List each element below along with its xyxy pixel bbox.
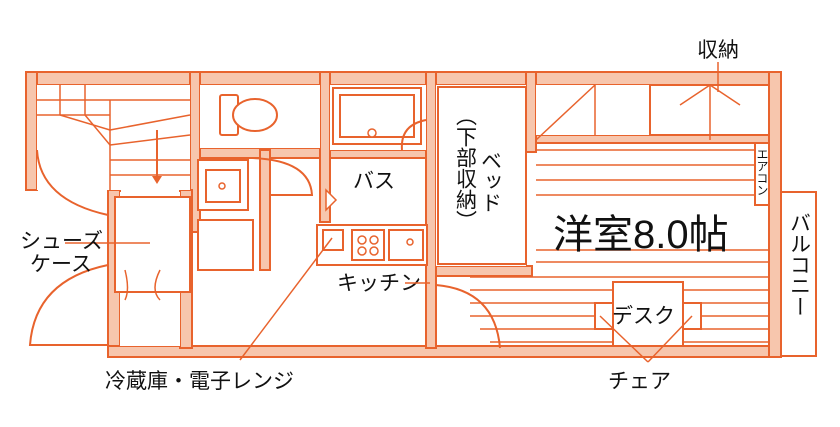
kitchen-label: キッチン (337, 272, 421, 295)
shoe-case-label-1: シューズ (20, 230, 103, 253)
washbasin-drain (218, 182, 226, 190)
bath-door-swing (400, 119, 427, 151)
bath-vent (325, 188, 338, 212)
shoe-case-label-2: ケース (30, 253, 92, 276)
bed-note-label: （下部収納） (454, 105, 478, 231)
bath-label: バス (353, 170, 395, 193)
shoe-case-doors (124, 269, 161, 301)
fridge-range-label: 冷蔵庫・電子レンジ (105, 370, 294, 393)
bathtub (332, 87, 422, 145)
stair-arrow-head (152, 176, 162, 184)
storage (535, 84, 770, 141)
chair-label: チェア (608, 370, 671, 393)
fridge-leader (239, 237, 333, 361)
wall-bath-right (425, 71, 437, 349)
bed-label: ベッド (479, 150, 502, 213)
shoe-case (114, 196, 191, 293)
right-wall (768, 71, 782, 358)
room-label: 洋室8.0帖 (553, 213, 729, 257)
chair-left (594, 302, 614, 330)
kitchen (316, 224, 428, 266)
toilet-door-swing (251, 157, 314, 196)
balcony-label: バルコニー (788, 212, 811, 317)
wall-bed-bottom (435, 265, 533, 277)
lower-door-swing (28, 264, 109, 346)
stove (351, 229, 385, 261)
fridge (197, 219, 254, 271)
top-wall (25, 71, 782, 86)
bed (437, 86, 527, 265)
chair-leader-right (647, 315, 693, 363)
wall-storage-bottom (535, 134, 770, 144)
chair-leader-left (599, 315, 649, 363)
stairs (37, 85, 191, 190)
left-wall-upper (25, 71, 38, 191)
toilet (219, 94, 278, 136)
sink (388, 229, 424, 261)
wall-bath-bottom (329, 149, 427, 159)
wall-kitchen-left (259, 149, 271, 271)
wall-storage-left (525, 71, 537, 153)
storage-top-label: 収納 (697, 39, 739, 62)
balcony (780, 191, 817, 357)
desk-label: デスク (612, 305, 675, 328)
aircon-label: エアコン (755, 148, 769, 196)
kitchen-small-box (322, 229, 344, 251)
bottom-wall (107, 345, 782, 358)
aircon (754, 142, 770, 206)
entrance-door-swing (36, 149, 109, 216)
